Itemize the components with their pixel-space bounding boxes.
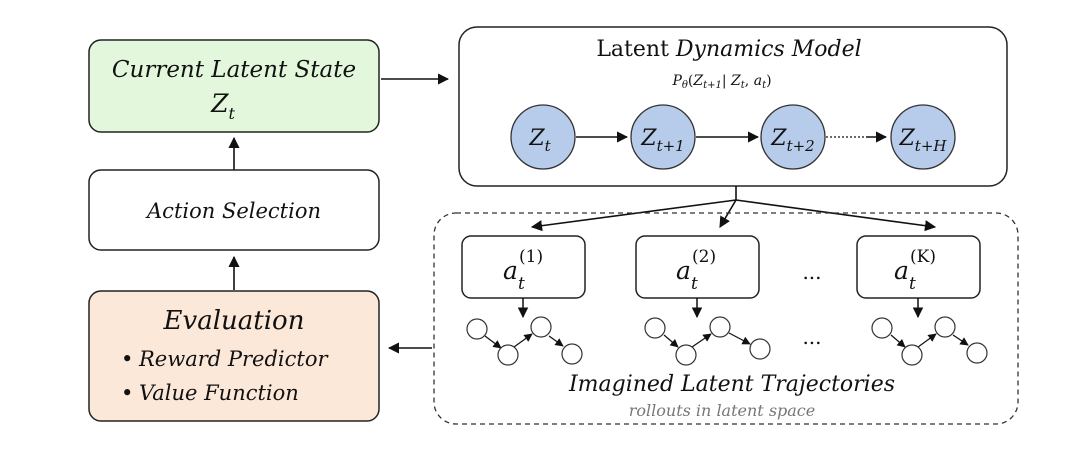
value-function-label: Value Function bbox=[139, 381, 299, 405]
trajectory-2-node-2 bbox=[675, 344, 697, 366]
latent-dynamics-model-box: Latent Dynamics Model Pθ(Zt+1| Zt, at) bbox=[458, 26, 1008, 187]
action-box-1: a (1) t bbox=[461, 235, 586, 299]
current-latent-state-box: Current Latent State Zt bbox=[88, 39, 380, 133]
imagined-trajectories-title: Imagined Latent Trajectories bbox=[568, 372, 895, 397]
trajectory-1-node-1 bbox=[466, 318, 488, 340]
latent-node-chain: Zt Zt+1 Zt+2 Zt+H bbox=[510, 104, 956, 170]
action-label-2: a bbox=[676, 256, 691, 285]
trajectory-1-edge-3 bbox=[548, 335, 564, 347]
trajectory-2-node-4 bbox=[749, 338, 771, 360]
action-sub-k: t bbox=[909, 274, 916, 294]
trajectory-1-edge-1 bbox=[484, 335, 502, 349]
trajectory-2-edge-2 bbox=[691, 333, 712, 348]
trajectory-1-node-4 bbox=[561, 343, 583, 365]
trajectory-1-edge-2 bbox=[513, 333, 533, 348]
bullet-value: • bbox=[121, 381, 133, 405]
trajectory-k-node-4 bbox=[966, 342, 988, 364]
node-label-zt1: Zt+1 bbox=[640, 126, 684, 155]
action-sub-2: t bbox=[691, 274, 698, 294]
action-sup-1: (1) bbox=[519, 247, 543, 267]
trajectory-1-node-3 bbox=[530, 316, 552, 338]
latent-node-zt1: Zt+1 bbox=[630, 104, 696, 170]
trajectory-2-edge-1 bbox=[663, 334, 679, 348]
evaluation-box: Evaluation • Reward Predictor • Value Fu… bbox=[88, 290, 380, 422]
trajectory-k-edge-1 bbox=[890, 334, 906, 348]
action-ellipsis: ... bbox=[802, 260, 821, 284]
node-label-zth: Zt+H bbox=[899, 126, 948, 155]
transition-equation: Pθ(Zt+1| Zt, at) bbox=[671, 73, 771, 91]
action-label-1: a bbox=[503, 256, 518, 285]
action-box-2: a (2) t bbox=[635, 235, 760, 299]
trajectory-2-edge-3 bbox=[728, 332, 751, 345]
trajectory-k-edge-3 bbox=[952, 334, 969, 346]
action-box-k: a (K) t bbox=[856, 235, 981, 299]
trajectory-2-node-3 bbox=[709, 316, 731, 338]
trajectory-k-node-1 bbox=[871, 317, 893, 339]
model-title: Latent Dynamics Model bbox=[596, 37, 861, 62]
trajectory-2-node-1 bbox=[644, 317, 666, 339]
current-latent-state-symbol: Zt bbox=[210, 89, 235, 123]
action-selection-box: Action Selection bbox=[88, 169, 380, 251]
trajectory-ellipsis: ... bbox=[802, 325, 821, 349]
trajectory-1 bbox=[466, 298, 583, 366]
node-label-zt2: Zt+2 bbox=[770, 126, 814, 155]
bullet-reward: • bbox=[121, 347, 133, 371]
action-sup-k: (K) bbox=[910, 247, 936, 267]
trajectory-k-node-3 bbox=[934, 316, 956, 338]
trajectory-1-node-2 bbox=[497, 344, 519, 366]
action-sub-1: t bbox=[518, 274, 525, 294]
reward-predictor-label: Reward Predictor bbox=[138, 347, 329, 371]
evaluation-title: Evaluation bbox=[163, 306, 305, 336]
trajectory-k-edge-2 bbox=[917, 333, 937, 348]
latent-node-zth: Zt+H bbox=[890, 104, 956, 170]
action-label-k: a bbox=[894, 256, 909, 285]
rollouts-caption: rollouts in latent space bbox=[629, 401, 815, 420]
current-latent-state-label: Current Latent State bbox=[112, 57, 356, 83]
action-selection-label: Action Selection bbox=[145, 199, 321, 223]
imagined-trajectories-region: a (1) t a (2) t ... a (K) t bbox=[433, 212, 1019, 425]
trajectory-k-node-2 bbox=[901, 344, 923, 366]
latent-node-zt: Zt bbox=[510, 104, 576, 170]
trajectory-k bbox=[871, 298, 988, 366]
branch-arrow-1 bbox=[530, 199, 737, 232]
branch-arrows bbox=[530, 186, 937, 232]
action-sup-2: (2) bbox=[692, 247, 716, 267]
trajectory-2 bbox=[644, 298, 771, 366]
latent-node-zt2: Zt+2 bbox=[760, 104, 826, 170]
node-label-zt: Zt bbox=[528, 126, 551, 155]
